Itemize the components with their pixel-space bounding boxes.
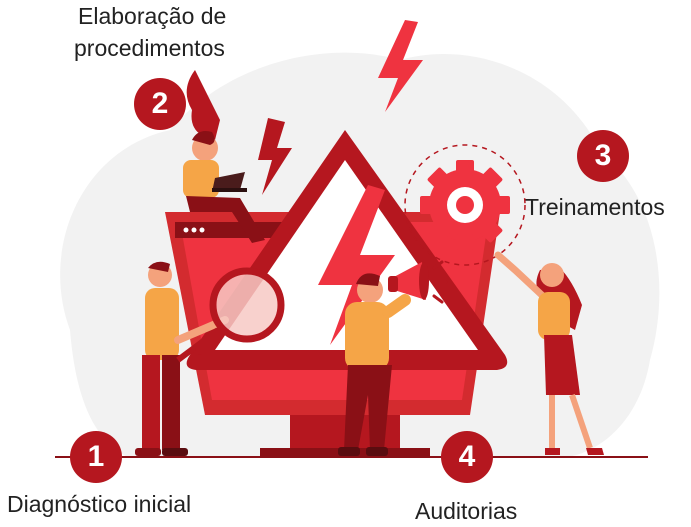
step-4-label: Auditorias xyxy=(415,498,518,524)
step-3-label: Treinamentos xyxy=(525,194,665,220)
person-pointing xyxy=(494,251,604,455)
person-with-laptop xyxy=(183,70,265,243)
magnifier-icon xyxy=(195,267,285,355)
lightning-icon xyxy=(258,118,292,195)
gear-icon xyxy=(404,144,526,266)
step-4-badge: 4 xyxy=(441,431,493,483)
person-with-megaphone xyxy=(338,273,411,456)
step-3-badge: 3 xyxy=(577,130,629,182)
step-1-badge: 1 xyxy=(70,431,122,483)
step-2-label-line1: Elaboração de xyxy=(78,3,227,29)
step-1-label: Diagnóstico inicial xyxy=(7,491,192,517)
step-2-badge: 2 xyxy=(134,78,186,130)
lightning-icon xyxy=(378,20,423,112)
megaphone-icon xyxy=(388,260,448,304)
step-2-label-line2: procedimentos xyxy=(74,35,225,61)
